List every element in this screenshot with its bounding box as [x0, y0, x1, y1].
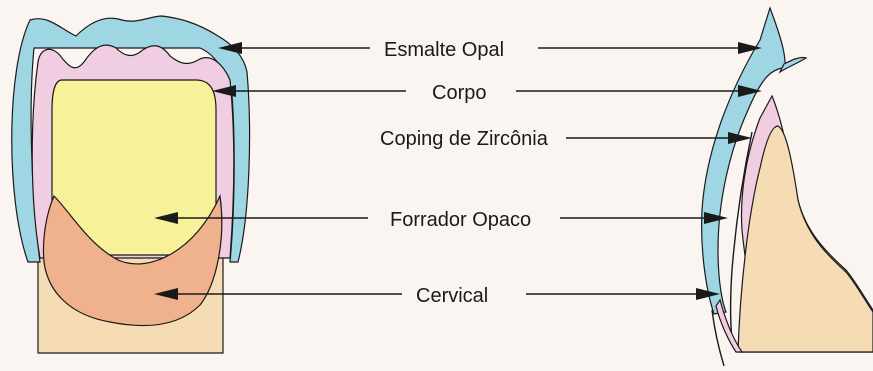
label-cervical: Cervical — [416, 285, 488, 307]
arrow-head-corpo-right — [738, 85, 762, 97]
arrow-head-cervical-left — [154, 288, 178, 300]
arrow-head-cervical-right — [696, 288, 720, 300]
label-group-corpo: Corpo — [212, 82, 762, 104]
arrow-head-forrador-right — [704, 212, 728, 224]
label-forrador-opaco: Forrador Opaco — [390, 209, 531, 231]
side-coping-line — [729, 131, 753, 341]
side-view-tooth — [701, 6, 873, 367]
label-coping: Coping de Zircônia — [380, 128, 549, 150]
arrow-head-forrador-left — [154, 212, 178, 224]
side-root-overlay — [737, 125, 873, 353]
label-group-forrador: Forrador Opaco — [154, 209, 728, 231]
arrow-head-corpo-left — [212, 85, 236, 97]
label-group-cervical: Cervical — [154, 285, 720, 307]
label-group-coping: Coping de Zircônia — [380, 128, 752, 150]
side-corpo-cervical-sliver — [715, 298, 744, 353]
arrow-head-coping-right — [728, 132, 752, 144]
side-esmalte-tip — [778, 56, 808, 74]
arrow-head-esmalte-right — [738, 42, 762, 54]
side-esmalte-opal-layer — [701, 6, 786, 315]
label-corpo: Corpo — [432, 82, 486, 104]
label-group-esmalte-opal: Esmalte Opal — [218, 39, 762, 61]
front-view-tooth — [11, 15, 251, 354]
arrow-head-esmalte-left — [218, 42, 242, 54]
label-esmalte-opal: Esmalte Opal — [384, 39, 504, 61]
side-outer-line — [711, 309, 725, 367]
